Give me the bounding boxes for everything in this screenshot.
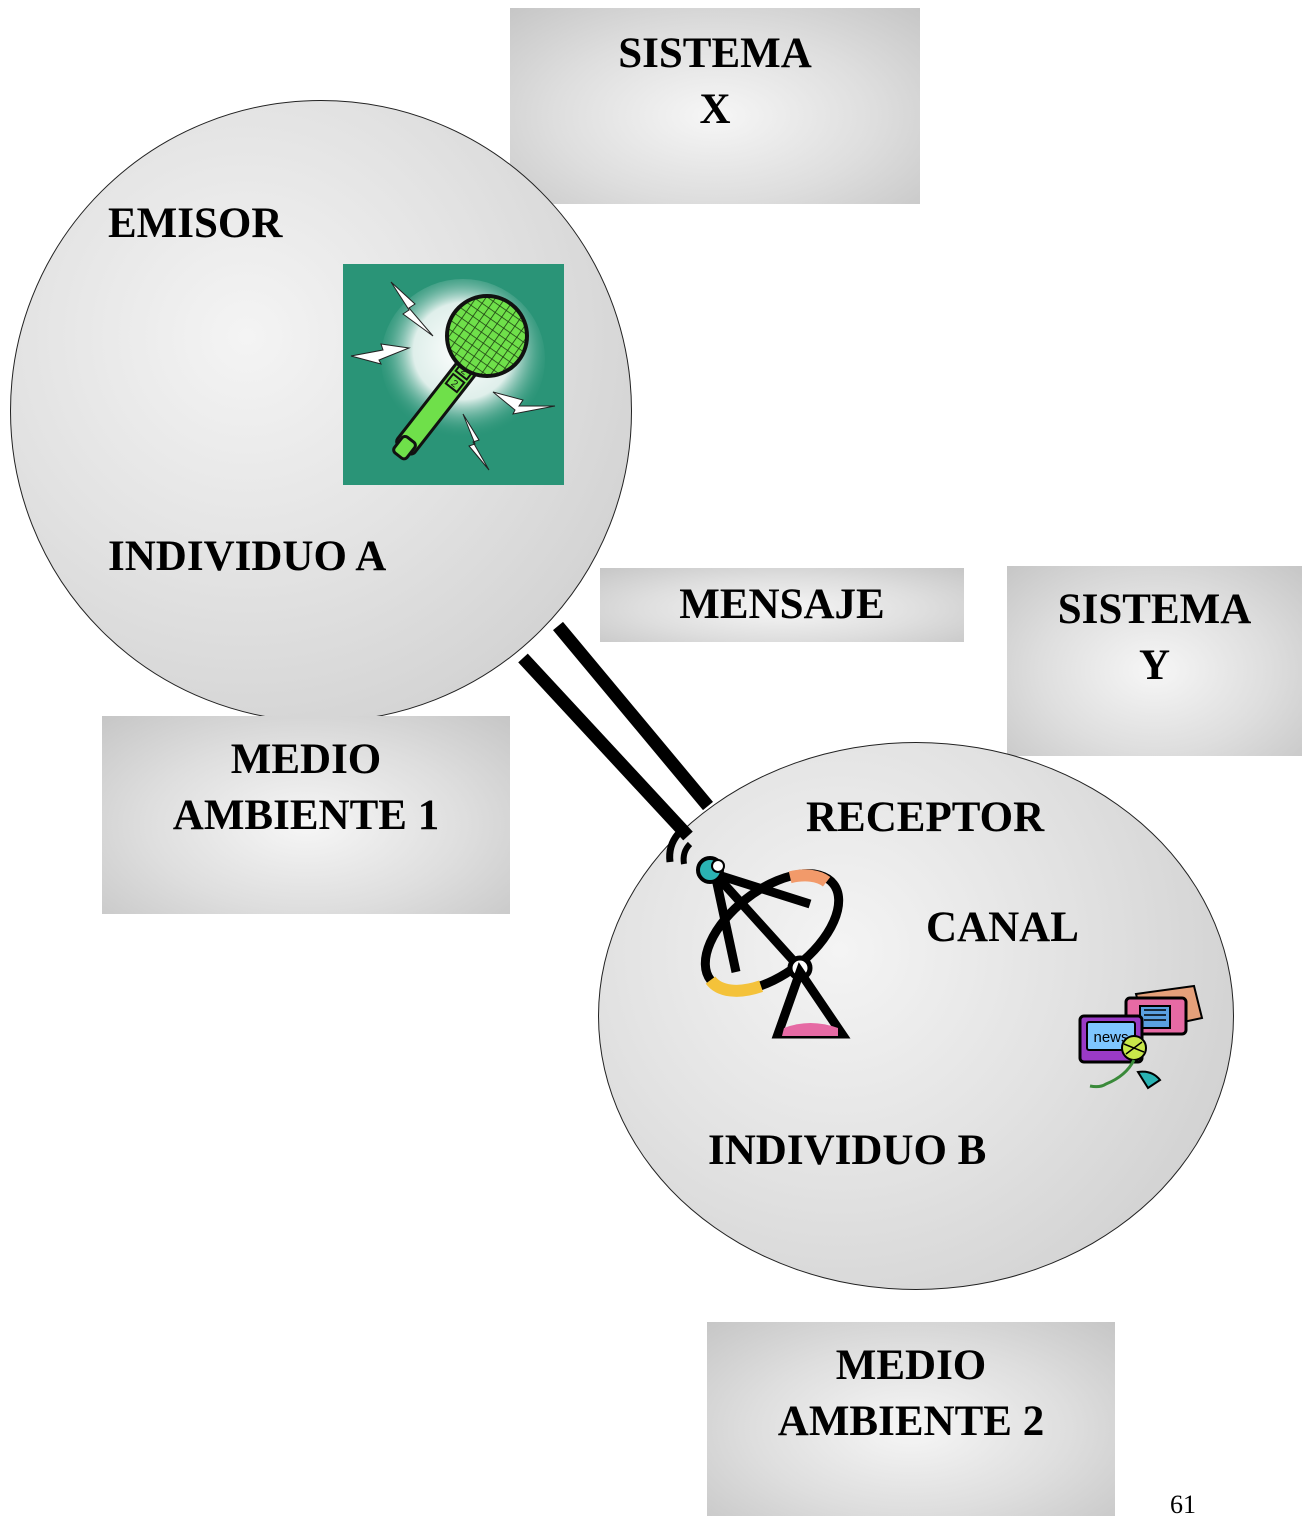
mensaje-box: MENSAJE	[600, 568, 964, 642]
medio-ambiente-1-line2: AMBIENTE 1	[172, 792, 440, 839]
mensaje-label: MENSAJE	[679, 581, 885, 628]
sistema-x-line2: X	[699, 86, 731, 133]
individuo-a-label: INDIVIDUO A	[108, 533, 387, 580]
receptor-label: RECEPTOR	[806, 794, 1045, 841]
individuo-b-label: INDIVIDUO B	[708, 1127, 987, 1174]
page-number: 61	[1170, 1490, 1196, 1519]
svg-text:2: 2	[449, 378, 461, 390]
satellite-dish-icon	[666, 831, 851, 1039]
canal-label: CANAL	[926, 904, 1079, 951]
svg-text:2: 2	[458, 366, 470, 378]
medio-ambiente-1-line1: MEDIO	[230, 736, 382, 783]
sistema-y-box: SISTEMA Y	[1007, 566, 1302, 756]
medio-ambiente-2-box: MEDIO AMBIENTE 2	[707, 1322, 1115, 1516]
sistema-x-line1: SISTEMA	[618, 30, 812, 77]
medio-ambiente-2-line2: AMBIENTE 2	[777, 1398, 1045, 1445]
medio-ambiente-2-line1: MEDIO	[835, 1342, 987, 1389]
emisor-label: EMISOR	[108, 200, 283, 247]
sistema-x-box: SISTEMA X	[510, 8, 920, 204]
news-icon-text: news	[1093, 1029, 1128, 1046]
medio-ambiente-1-box: MEDIO AMBIENTE 1	[102, 716, 510, 914]
microphone-icon: 2 2	[343, 264, 564, 485]
news-tv-icon: news	[1078, 984, 1204, 1090]
sistema-y-line2: Y	[1138, 642, 1171, 689]
sistema-y-line1: SISTEMA	[1057, 586, 1252, 633]
